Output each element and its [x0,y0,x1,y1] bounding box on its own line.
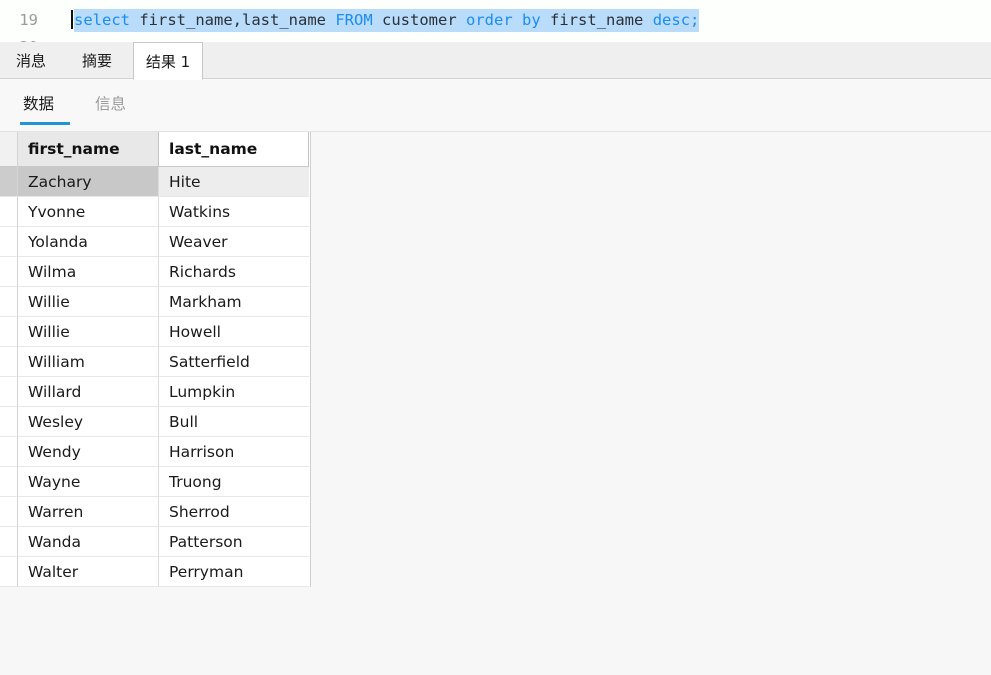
subtab-info[interactable]: 信息 [95,95,127,113]
tab-messages[interactable]: 消息 [15,52,46,70]
table-cell-first-name[interactable]: Yvonne [18,197,159,227]
table-cell-first-name[interactable]: Willie [18,287,159,317]
table-cell-first-name[interactable]: Wayne [18,467,159,497]
subtab-data[interactable]: 数据 [23,95,55,113]
table-cell-last-name[interactable]: Perryman [159,557,309,587]
sql-token-10: by [522,10,541,29]
table-cell-last-name[interactable]: Richards [159,257,309,287]
table-cell-last-name[interactable]: Harrison [159,437,309,467]
table-cell-first-name[interactable]: Warren [18,497,159,527]
row-selector-gutter[interactable] [0,377,18,407]
table-cell-first-name[interactable]: Walter [18,557,159,587]
table-cell-first-name[interactable]: Willie [18,317,159,347]
row-selector-gutter[interactable] [0,257,18,287]
sql-token-5 [373,11,382,29]
line-number-19: 19 [0,11,48,29]
row-selector-gutter[interactable] [0,557,18,587]
sql-token-13 [643,11,652,29]
code-line-19-content[interactable]: select first_name,last_name FROM custome… [48,8,700,32]
tab-summary[interactable]: 摘要 [81,52,112,70]
table-cell-first-name[interactable]: Wanda [18,527,159,557]
text-caret [71,9,73,29]
row-selector-gutter[interactable] [0,497,18,527]
sql-statement-selection[interactable]: select first_name,last_name FROM custome… [74,8,700,32]
subtab-active-underline [20,122,70,125]
table-cell-first-name[interactable]: William [18,347,159,377]
sql-token-3 [326,11,335,29]
sql-token-11 [541,11,550,29]
sql-token-0: select [74,10,130,29]
table-cell-first-name[interactable]: Yolanda [18,227,159,257]
table-cell-first-name[interactable]: Wendy [18,437,159,467]
sql-token-9 [513,11,522,29]
table-cell-last-name[interactable]: Patterson [159,527,309,557]
table-cell-first-name[interactable]: Willard [18,377,159,407]
row-selector-gutter[interactable] [0,227,18,257]
sql-token-12: first_name [550,10,644,29]
line-number-20: 20 [0,38,48,42]
table-cell-last-name[interactable]: Satterfield [159,347,309,377]
table-cell-last-name[interactable]: Howell [159,317,309,347]
tab-result-1[interactable]: 结果 1 [133,42,203,80]
code-line-18[interactable]: 18 [0,0,991,9]
table-cell-last-name[interactable]: Bull [159,407,309,437]
table-cell-last-name[interactable]: Markham [159,287,309,317]
code-line-20[interactable]: 20 [0,33,991,42]
sql-token-4: FROM [335,10,373,29]
table-cell-last-name[interactable]: Lumpkin [159,377,309,407]
column-header-last-name[interactable]: last_name [159,132,309,167]
table-cell-first-name[interactable]: Wilma [18,257,159,287]
sql-token-6: customer [382,10,457,29]
sql-token-1 [130,11,139,29]
table-cell-last-name[interactable]: Watkins [159,197,309,227]
table-cell-last-name[interactable]: Sherrod [159,497,309,527]
sql-token-8: order [466,10,513,29]
column-header-first-name[interactable]: first_name [18,132,159,167]
line-number-18: 18 [0,0,48,4]
result-tab-bar: 消息 摘要 结果 1 [0,42,991,80]
row-selector-gutter[interactable] [0,437,18,467]
row-selector-gutter[interactable] [0,317,18,347]
result-subtab-bar: 数据 信息 [0,79,991,132]
row-selector-gutter[interactable] [0,407,18,437]
row-selector-gutter[interactable] [0,527,18,557]
row-selector-gutter[interactable] [0,467,18,497]
row-selector-gutter[interactable] [0,347,18,377]
sql-token-7 [457,11,466,29]
table-cell-last-name[interactable]: Hite [159,167,309,197]
table-cell-last-name[interactable]: Weaver [159,227,309,257]
code-line-19[interactable]: 19 select first_name,last_name FROM cust… [0,6,991,34]
sql-token-14: desc; [652,10,700,29]
table-cell-first-name[interactable]: Wesley [18,407,159,437]
table-cell-last-name[interactable]: Truong [159,467,309,497]
sql-editor[interactable]: 18 19 select first_name,last_name FROM c… [0,0,991,42]
row-selector-gutter[interactable] [0,197,18,227]
row-selector-gutter[interactable] [0,287,18,317]
sql-token-2: first_name,last_name [139,10,326,29]
grid-corner-gutter[interactable] [0,132,18,167]
table-cell-first-name[interactable]: Zachary [18,167,159,197]
row-selector-gutter[interactable] [0,167,18,197]
